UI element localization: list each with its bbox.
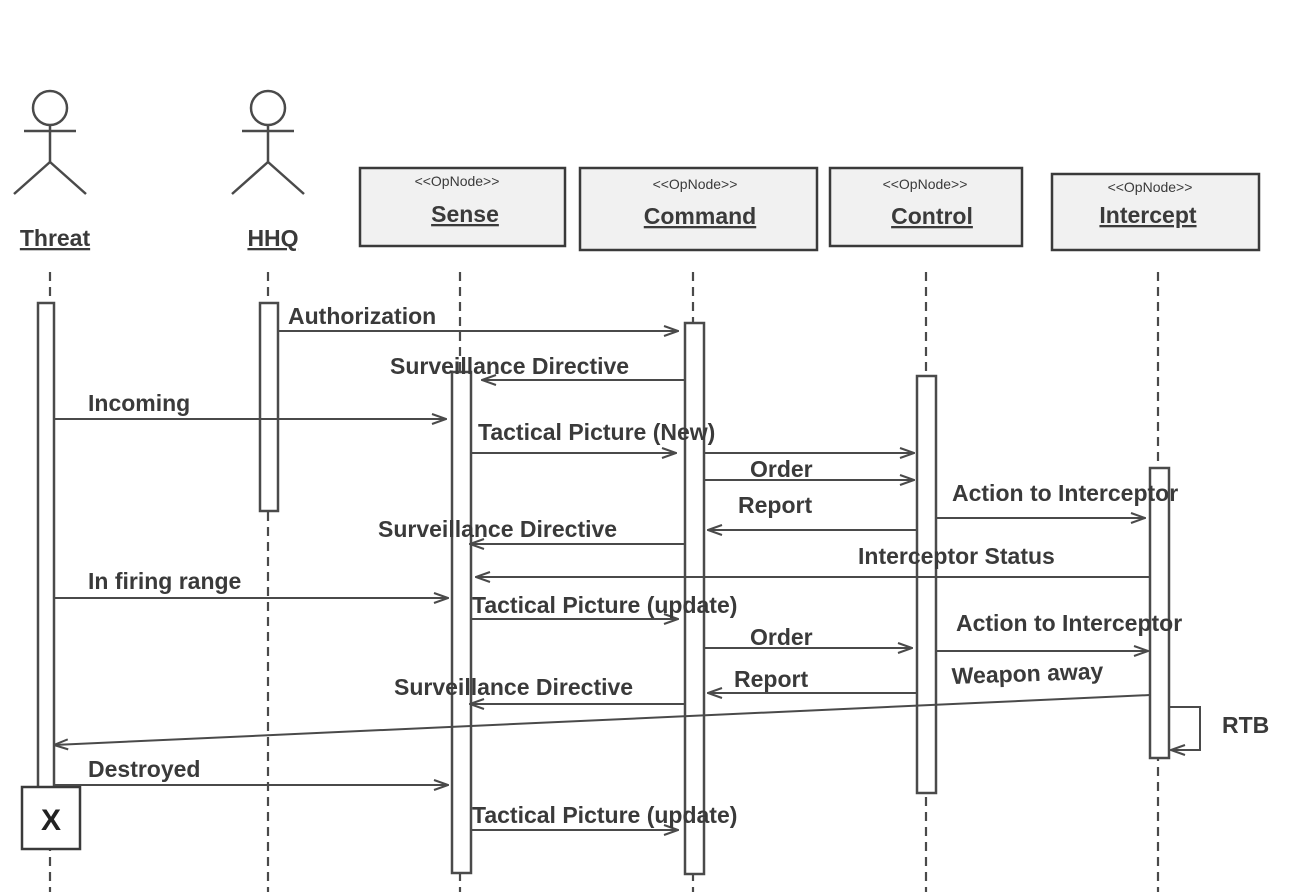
message-incoming: Incoming (54, 390, 446, 419)
actor-hhq: HHQ (231, 89, 305, 251)
message-in-firing-range: In firing range (54, 568, 448, 598)
message-label: Surveillance Directive (394, 674, 633, 700)
message-label: Order (750, 456, 813, 482)
activation-control (915, 374, 938, 795)
message-tactical-picture-update-1: Tactical Picture (update) (471, 592, 737, 619)
node-box (828, 166, 1024, 248)
message-surveillance-directive-3: Surveillance Directive (394, 674, 685, 704)
message-weapon-away: Weapon away (54, 658, 1151, 745)
message-label: Order (750, 624, 813, 650)
message-tactical-picture-new: Tactical Picture (New) (471, 419, 914, 453)
node-stereotype: <<OpNode>> (653, 176, 738, 192)
message-label: Report (738, 492, 812, 518)
node-stereotype: <<OpNode>> (883, 176, 968, 192)
activation-intercept (1148, 466, 1171, 760)
message-interceptor-status: Interceptor Status (476, 543, 1150, 577)
node-name-sense: Sense (431, 201, 499, 227)
actor-name-threat: Threat (20, 225, 91, 251)
message-label: Destroyed (88, 756, 200, 782)
node-stereotype: <<OpNode>> (415, 173, 500, 189)
message-label: Tactical Picture (New) (478, 419, 715, 445)
actor-threat: Threat (13, 89, 91, 251)
stick-figure-icon (231, 89, 305, 195)
message-label: Surveillance Directive (390, 353, 629, 379)
message-label: In firing range (88, 568, 241, 594)
destroy-marker: X (20, 785, 82, 851)
message-report-1: Report (708, 492, 917, 530)
message-surveillance-directive-1: Surveillance Directive (390, 353, 685, 380)
message-surveillance-directive-2: Surveillance Directive (378, 516, 685, 544)
message-label: Weapon away (951, 658, 1104, 689)
node-box (1050, 172, 1261, 252)
message-label: Action to Interceptor (952, 480, 1178, 506)
node-stereotype: <<OpNode>> (1108, 179, 1193, 195)
message-action-to-interceptor-1: Action to Interceptor (936, 480, 1178, 518)
node-intercept: <<OpNode>> Intercept (1050, 172, 1261, 252)
message-action-to-interceptor-2: Action to Interceptor (936, 610, 1182, 651)
message-rtb: RTB (1169, 706, 1269, 750)
node-name-control: Control (891, 203, 973, 229)
node-box (358, 166, 567, 248)
message-tactical-picture-update-2: Tactical Picture (update) (471, 802, 737, 830)
message-destroyed: Destroyed (54, 756, 448, 785)
message-order-1: Order (704, 456, 914, 482)
message-label: Interceptor Status (858, 543, 1055, 569)
message-report-2: Report (708, 666, 917, 693)
message-label: Tactical Picture (update) (472, 802, 737, 828)
node-sense: <<OpNode>> Sense (358, 166, 567, 248)
message-label: Tactical Picture (update) (472, 592, 737, 618)
node-box (578, 166, 819, 252)
activation-command (683, 321, 706, 876)
message-label: Action to Interceptor (956, 610, 1182, 636)
activation-sense (450, 370, 473, 875)
destroy-x-icon: X (41, 804, 61, 837)
activation-threat (36, 301, 56, 790)
actor-name-hhq: HHQ (247, 225, 298, 251)
message-label: Incoming (88, 390, 190, 416)
node-control: <<OpNode>> Control (828, 166, 1024, 248)
message-authorization: Authorization (278, 303, 678, 331)
node-name-intercept: Intercept (1099, 202, 1196, 228)
message-label: Report (734, 666, 808, 692)
node-name-command: Command (644, 203, 756, 229)
message-order-2: Order (704, 624, 912, 650)
message-label: RTB (1222, 712, 1269, 738)
node-command: <<OpNode>> Command (578, 166, 819, 252)
stick-figure-icon (13, 89, 87, 195)
message-label: Authorization (288, 303, 436, 329)
activation-hhq (258, 301, 280, 513)
message-label: Surveillance Directive (378, 516, 617, 542)
